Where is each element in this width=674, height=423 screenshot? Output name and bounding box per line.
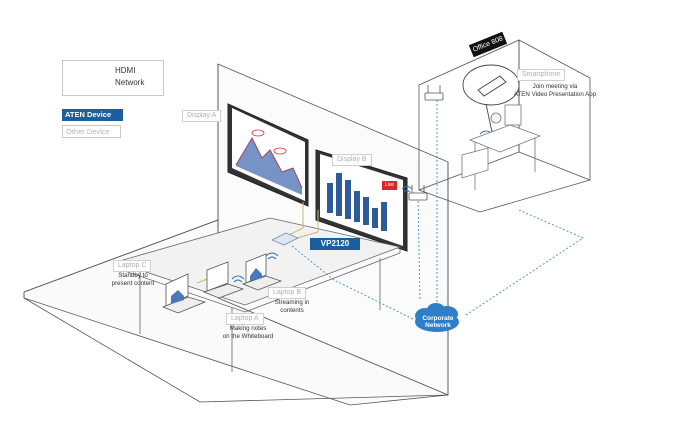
laptop-b-label: Laptop B xyxy=(268,287,307,299)
laptop-c-caption: Standby to present content xyxy=(111,272,155,287)
laptop-c-label: Laptop C xyxy=(113,260,152,272)
phone-icon xyxy=(462,64,520,133)
legend: HDMI Network xyxy=(62,60,164,96)
laptop-a-caption: Making notes on the Whiteboard xyxy=(222,325,274,340)
bar-4 xyxy=(354,191,360,222)
other-device-tag: Other Device xyxy=(62,125,121,138)
bar-7 xyxy=(381,202,387,231)
bar-1 xyxy=(327,183,333,213)
cloud-icon xyxy=(415,303,459,332)
legend-hdmi-label: HDMI xyxy=(115,66,136,75)
laptop-a-label: Laptop A xyxy=(226,313,264,325)
router-icon-office xyxy=(424,85,444,101)
display-a xyxy=(227,103,309,207)
live-tag: Live xyxy=(382,181,397,190)
bar-5 xyxy=(363,197,369,225)
smartphone-caption: Join meeting via ATEN Video Presentation… xyxy=(513,83,597,98)
aten-device-tag: ATEN Device xyxy=(62,109,123,121)
office-furniture xyxy=(461,104,542,190)
display-a-label: Display A xyxy=(182,110,222,122)
vp2120-label: VP2120 xyxy=(310,238,360,250)
smartphone-label: Smartphone xyxy=(517,69,566,81)
corporate-network-label: Corporate Network xyxy=(422,315,454,329)
bar-3 xyxy=(345,180,351,219)
bar-chart-on-display-b xyxy=(327,173,387,231)
display-b-label: Display B xyxy=(332,154,372,166)
laptop-icon xyxy=(161,253,283,314)
vp2120-device xyxy=(271,232,299,246)
legend-network-label: Network xyxy=(115,78,145,87)
bar-6 xyxy=(372,208,378,228)
bar-2 xyxy=(336,173,342,216)
laptop-b-caption: Streaming in contents xyxy=(274,299,310,314)
